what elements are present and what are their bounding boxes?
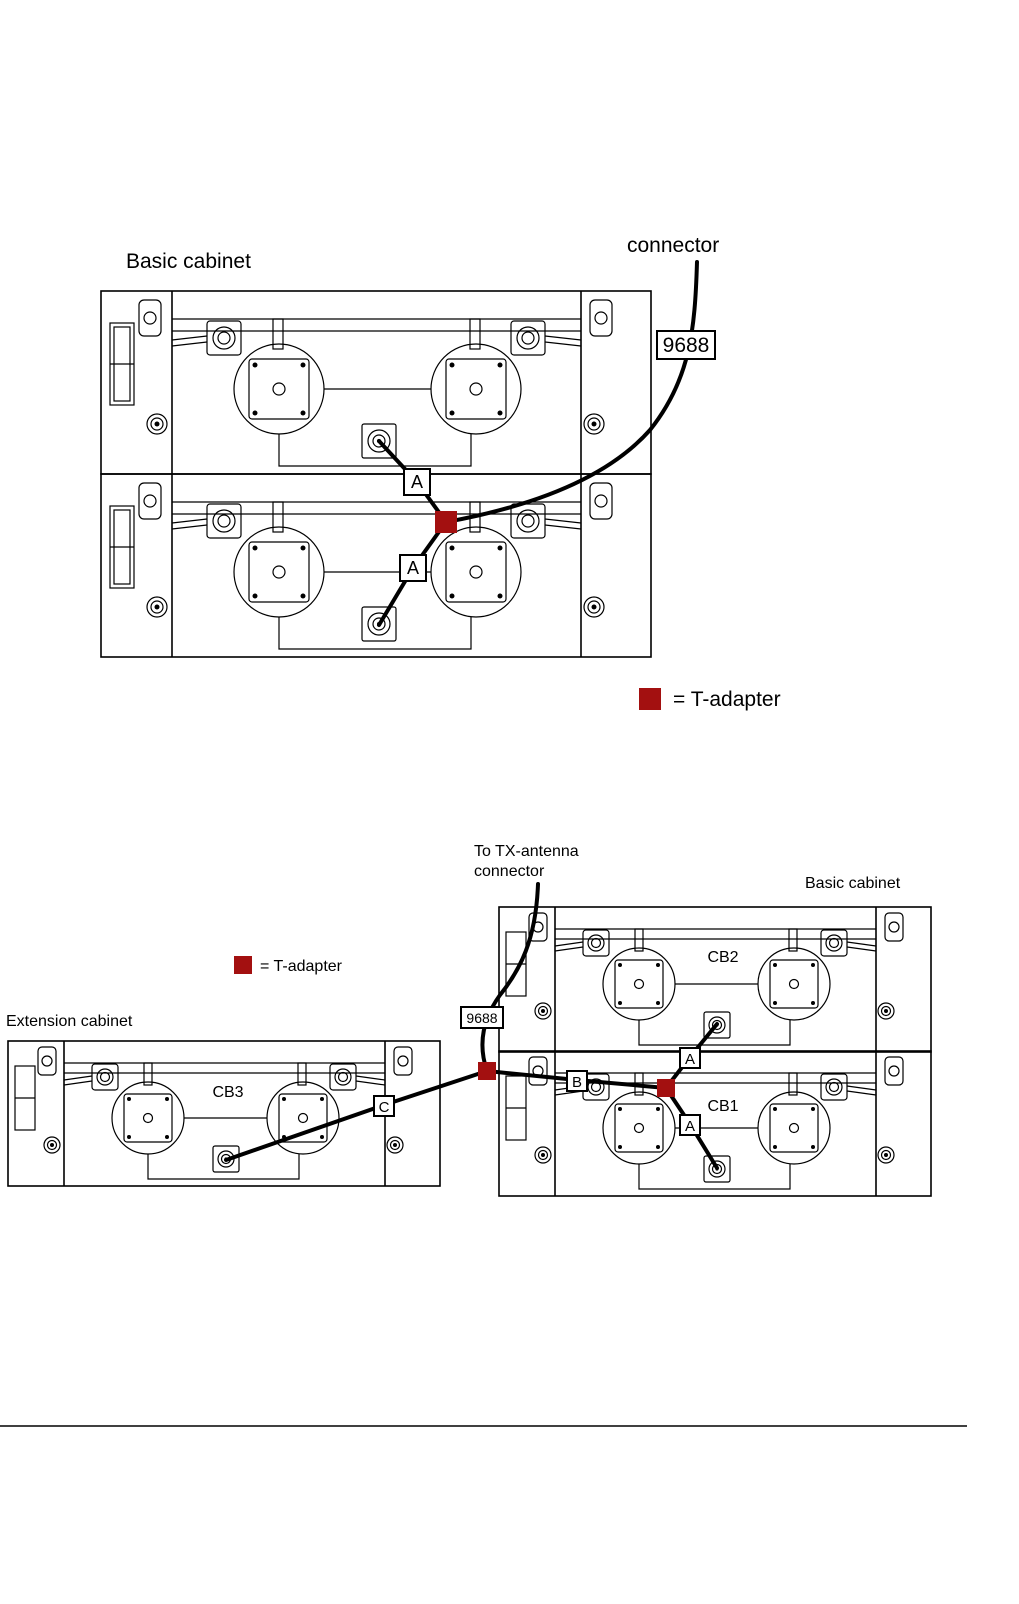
bottom-link-b: B bbox=[567, 1071, 587, 1091]
bottom-link-c: C bbox=[374, 1096, 394, 1116]
bottom-diagram: To TX-antenna connector Basic cabinet Ex… bbox=[6, 843, 931, 1196]
top-legend-text: = T-adapter bbox=[673, 688, 781, 711]
top-lower-combiner-unit bbox=[101, 474, 651, 657]
top-cabinet-label: Basic cabinet bbox=[126, 250, 251, 273]
cb2-label: CB2 bbox=[707, 949, 738, 966]
bottom-cable-tag: 9688 bbox=[461, 1007, 503, 1028]
top-diagram: Basic cabinet connector 9688 A A = T-ada… bbox=[101, 234, 781, 711]
top-t-adapter bbox=[435, 511, 457, 533]
svg-text:9688: 9688 bbox=[663, 334, 710, 357]
svg-text:A: A bbox=[407, 558, 419, 578]
svg-text:A: A bbox=[411, 472, 423, 492]
svg-text:A: A bbox=[685, 1118, 695, 1135]
bottom-link-a-upper: A bbox=[680, 1048, 700, 1068]
cb1-label: CB1 bbox=[707, 1098, 738, 1115]
top-connector-label: connector bbox=[627, 234, 719, 257]
top-cable-tag: 9688 bbox=[657, 331, 715, 359]
antenna-label-line2: connector bbox=[474, 863, 545, 880]
top-upper-combiner-unit bbox=[101, 291, 651, 474]
bottom-antenna-cable bbox=[482, 884, 538, 1071]
bottom-legend-swatch bbox=[234, 956, 252, 974]
top-antenna-cable bbox=[446, 262, 697, 522]
svg-text:9688: 9688 bbox=[466, 1010, 497, 1026]
cb2-unit bbox=[499, 907, 931, 1052]
bottom-t-adapter-splitter bbox=[478, 1062, 496, 1080]
svg-text:B: B bbox=[572, 1074, 582, 1091]
bottom-basic-cabinet-label: Basic cabinet bbox=[805, 875, 901, 892]
top-link-a-upper: A bbox=[404, 469, 430, 495]
bottom-t-adapter-cb1 bbox=[657, 1079, 675, 1097]
top-legend-swatch bbox=[639, 688, 661, 710]
bottom-legend-text: = T-adapter bbox=[260, 958, 343, 975]
top-link-a-lower: A bbox=[400, 555, 426, 581]
svg-text:A: A bbox=[685, 1051, 695, 1068]
svg-text:C: C bbox=[379, 1099, 390, 1116]
extension-cabinet-label: Extension cabinet bbox=[6, 1013, 133, 1030]
antenna-label-line1: To TX-antenna bbox=[474, 843, 579, 860]
cb1-unit bbox=[499, 1051, 931, 1196]
cb3-label: CB3 bbox=[212, 1084, 243, 1101]
bottom-link-a-lower: A bbox=[680, 1115, 700, 1135]
